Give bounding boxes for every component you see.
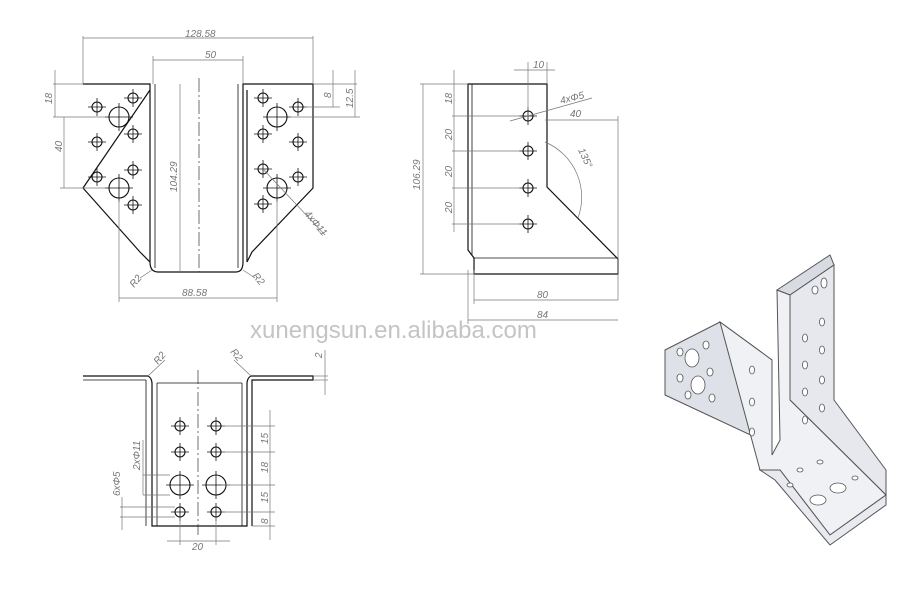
dim-pitch-3: 20 [444, 201, 455, 214]
dim-hole-offset: 10 [533, 60, 545, 71]
dim-thickness: 2 [314, 352, 325, 359]
front-view: 128.58 50 104.29 88.58 18 40 8 12.5 4xΦ1… [44, 29, 360, 302]
dim-big-offset: 12.5 [345, 88, 356, 108]
side-view: 10 4xΦ5 40 135° 106.29 18 20 20 20 80 84 [412, 60, 619, 324]
dim-base-inner: 80 [537, 290, 549, 301]
isometric-render [664, 254, 887, 546]
dim-base-outer: 84 [537, 310, 549, 321]
dim-bottom-pitch-2: 18 [260, 461, 271, 473]
dim-bottom-small-holes: 6xΦ5 [112, 471, 123, 496]
dim-side-height: 106.29 [412, 159, 423, 190]
dim-radius-right: R2 [250, 271, 267, 288]
dim-small-offset: 8 [323, 92, 334, 98]
dim-top-offset: 18 [44, 92, 55, 104]
dim-bottom-radius-left: R2 [152, 350, 169, 367]
dim-inner-width: 50 [205, 50, 217, 61]
dim-bottom-radius-right: R2 [228, 347, 245, 364]
dim-pitch-1: 20 [444, 128, 455, 141]
dim-bottom-pitch-4: 8 [260, 518, 271, 524]
dim-big-holes: 4xΦ11 [302, 209, 329, 239]
dim-pitch-2: 20 [444, 165, 455, 178]
dim-small-holes: 4xΦ5 [559, 90, 586, 107]
dim-height: 104.29 [169, 161, 180, 192]
dim-angle: 135° [575, 147, 594, 170]
dim-bottom-width: 88.58 [182, 288, 207, 299]
dim-bottom-big-holes: 2xΦ11 [132, 441, 143, 471]
dim-hole-spacing: 40 [54, 140, 65, 152]
watermark: xunengsun.en.alibaba.com [250, 317, 537, 344]
dim-flange: 40 [570, 109, 582, 120]
dim-bottom-pitch-3: 15 [260, 491, 271, 503]
dim-pitch-top: 18 [444, 92, 455, 104]
dim-radius-left: R2 [128, 273, 145, 290]
dim-bottom-pitch-1: 15 [260, 432, 271, 444]
bottom-view: R2 R2 2 2xΦ11 6xΦ5 15 18 15 8 20 [83, 347, 328, 553]
dim-bottom-hole-spacing: 20 [191, 542, 204, 553]
dim-overall-width: 128.58 [185, 29, 216, 40]
